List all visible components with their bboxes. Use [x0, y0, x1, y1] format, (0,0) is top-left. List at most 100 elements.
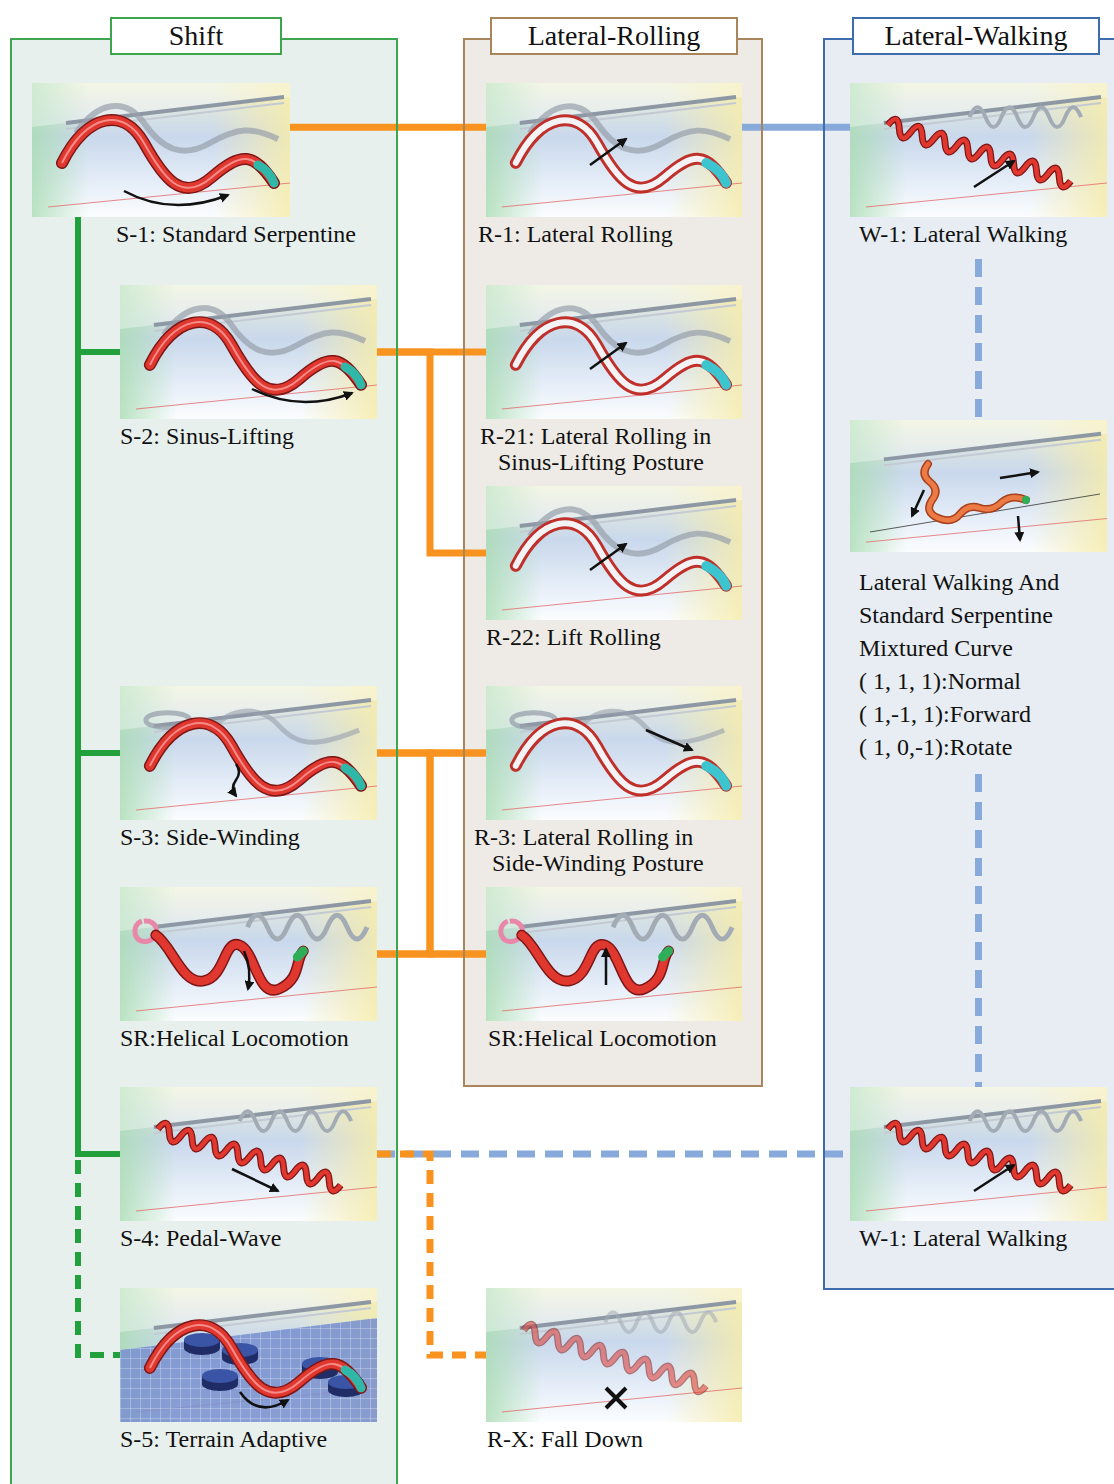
tile-caption: W-1: Lateral Walking [859, 221, 1114, 247]
pedal-wave-picture [120, 1087, 377, 1221]
connector [78, 217, 120, 352]
lateral-rolling-picture [486, 83, 742, 217]
rolling-sinus-picture [486, 285, 742, 419]
helical-picture [135, 915, 367, 990]
tile-caption: S-3: Side-Winding [120, 824, 377, 850]
lateral-walking-picture [974, 161, 1014, 187]
mixture-picture [924, 464, 1026, 520]
serpentine-picture [32, 83, 290, 217]
image-tile: SR:Helical Locomotion [120, 887, 377, 1021]
panel-ground [10, 38, 398, 1484]
pedal-wave-picture [120, 1087, 377, 1221]
panel-ground [10, 38, 1114, 1484]
terrain-picture [120, 1288, 377, 1422]
panel-title: Lateral-Rolling [490, 17, 738, 55]
side-winding-picture [233, 764, 239, 796]
image-tile: S-5: Terrain Adaptive [120, 1288, 377, 1422]
image-tile: R-21: Lateral Rolling in Sinus-Lifting P… [486, 285, 742, 419]
lateral-walking-picture [850, 83, 1107, 217]
pedal-wave-picture [232, 1169, 278, 1191]
image-tile: R-3: Lateral Rolling in Side-Winding Pos… [486, 686, 742, 820]
note-text: Lateral Walking And Standard Serpentine … [859, 566, 1099, 665]
rolling-sinus-picture [516, 322, 726, 389]
side-winding-picture [120, 686, 377, 820]
lateral-walking-picture [974, 1165, 1014, 1191]
helical-rolling-picture [605, 949, 608, 985]
note-text: ( 1,-1, 1):Forward [859, 698, 1099, 731]
tile-caption: R-3: Lateral Rolling in Side-Winding Pos… [474, 824, 744, 876]
helical-rolling-picture [486, 887, 742, 1021]
panel-title: Lateral-Walking [852, 17, 1100, 55]
pedal-wave-picture [156, 1111, 352, 1192]
rolling-sinus-picture [486, 285, 742, 419]
rolling-sinus-picture [590, 343, 626, 369]
lateral-walking-picture [850, 1087, 1107, 1221]
tile-caption: S-1: Standard Serpentine [116, 221, 374, 247]
tile-caption: W-1: Lateral Walking [859, 1225, 1114, 1251]
image-tile: R-22: Lift Rolling [486, 486, 742, 620]
panel-box: Lateral-RollingR-1: Lateral RollingR-21:… [463, 38, 763, 1087]
rolling-sinus-picture [530, 308, 730, 352]
panel-ground [823, 38, 1114, 1290]
panel-title: Shift [110, 17, 282, 55]
mixture-picture [1018, 516, 1020, 540]
panel-box: Lateral-WalkingW-1: Lateral WalkingLater… [823, 38, 1114, 1290]
side-winding-picture [150, 723, 361, 791]
image-tile: R-1: Lateral Rolling [486, 83, 742, 217]
rolling-side-winding-picture [646, 730, 692, 750]
lateral-walking-picture [886, 107, 1082, 188]
note-text: ( 1, 0,-1):Rotate [859, 731, 1099, 764]
lift-rolling-picture [516, 523, 726, 590]
terrain-picture [150, 1325, 361, 1393]
connector [377, 951, 486, 958]
mixture-picture [850, 420, 1107, 552]
lateral-walking-picture [850, 83, 1107, 217]
lift-rolling-picture [590, 544, 626, 570]
image-tile: W-1: Lateral Walking [850, 83, 1107, 217]
tile-caption: SR:Helical Locomotion [120, 1025, 377, 1051]
mixture-picture [912, 490, 924, 516]
tile-caption: S-5: Terrain Adaptive [120, 1426, 377, 1452]
rolling-side-winding-picture [516, 723, 726, 790]
terrain-picture [120, 1288, 377, 1422]
image-tile: S-3: Side-Winding [120, 686, 377, 820]
lift-rolling-picture [530, 509, 730, 553]
terrain-picture [120, 1318, 377, 1422]
connector [377, 753, 486, 954]
tile-caption: SR:Helical Locomotion [488, 1025, 744, 1051]
connector [975, 774, 982, 1087]
fall-down-picture [486, 1288, 742, 1422]
helical-rolling-picture [501, 915, 732, 990]
terrain-picture [202, 1369, 238, 1383]
serpentine-picture [32, 83, 290, 217]
mixture-picture [1022, 496, 1030, 504]
lateral-rolling-picture [590, 139, 626, 165]
sinus-lifting-picture [164, 308, 365, 353]
image-tile: R-X: Fall Down [486, 1288, 742, 1422]
panel-ground [463, 38, 763, 1087]
lateral-walking-picture [850, 1087, 1107, 1221]
lateral-walking-picture [886, 1111, 1082, 1192]
tile-caption: R-22: Lift Rolling [486, 624, 742, 650]
connector [78, 217, 120, 1355]
lateral-rolling-picture [516, 120, 726, 187]
mixture-picture [1000, 472, 1038, 478]
panel-box: ShiftS-1: Standard SerpentineS-2: Sinus-… [10, 38, 398, 1484]
serpentine-picture [62, 120, 274, 188]
connector [78, 217, 120, 753]
image-tile: S-2: Sinus-Lifting [120, 285, 377, 419]
connector [377, 352, 486, 553]
sinus-lifting-picture [150, 322, 361, 390]
mixture-picture [850, 420, 1107, 552]
connector [377, 1154, 486, 1355]
fall-down-picture [606, 1388, 626, 1408]
image-tile: SR:Helical Locomotion [486, 887, 742, 1021]
helical-picture [120, 887, 377, 1021]
terrain-picture [240, 1392, 288, 1407]
sinus-lifting-picture [252, 389, 352, 402]
rolling-side-winding-picture [486, 686, 742, 820]
connector [377, 753, 486, 954]
lateral-rolling-picture [486, 83, 742, 217]
